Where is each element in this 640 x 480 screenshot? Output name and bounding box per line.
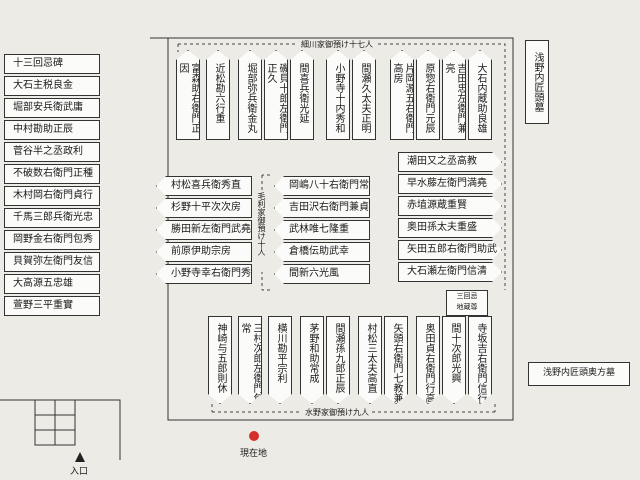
mizuno-label: 水野家御預け九人: [302, 407, 372, 418]
grave-oishi-yoshio: 大石内蔵助良雄: [468, 50, 492, 140]
grave-maebara-munefusa: 前原伊助宗房: [156, 242, 252, 262]
grave-kurahashi-takeyuki: 倉橋伝助武幸: [274, 242, 370, 262]
grave-sugino-tsugifusa: 杉野十平次次房: [156, 198, 252, 218]
grave-chikamatsu-yukishige: 近松勘六行重: [206, 50, 230, 140]
grave-kataoka-takafusa: 片岡源五右衛門高房: [390, 50, 414, 140]
grave-yokokawa-munetoshi: 横川勘平宗利: [268, 316, 292, 404]
grave-isogai-masahisa: 磯貝十郎左衛門正久: [264, 50, 288, 140]
grave-oishi-chikara: 大石主税良金: [4, 76, 100, 96]
grave-mimura-kanetsune: 三村次郎左衛門包常: [238, 316, 262, 404]
current-location-label: 現在地: [240, 449, 268, 459]
grave-onodera-hidetomi: 小野寺幸右衛門秀富: [156, 264, 252, 284]
tomb-asano-naganori: 浅野内匠頭墓: [525, 40, 549, 124]
grave-okajima-tsuneki: 岡嶋八十右衛門常樹: [274, 176, 370, 196]
grave-takebayashi-takashige: 武林唯七隆重: [274, 220, 370, 240]
grave-okuda-shigemori: 奥田孫太夫重盛: [398, 218, 502, 238]
grave-hayami-mitsutaka: 早水藤左衛門満堯: [398, 174, 502, 194]
entrance-label: 入口: [70, 467, 89, 477]
grave-mase-masatoki: 間瀬孫九郎正辰: [326, 316, 350, 404]
grave-mase-masaaki: 間瀬久太夫正明: [352, 50, 376, 140]
grave-yatō-norikane: 矢頭右衛門七教兼: [384, 316, 408, 404]
grave-terasaka-nobuyuki: 寺坂吉右衛門信行: [468, 316, 492, 404]
grave-kayano-tsunenari: 茅野和助常成: [300, 316, 324, 404]
grave-kaiga-tomonobu: 貝賀弥左衛門友信: [4, 252, 100, 272]
grave-hazama-mitsunobu: 間喜兵衛光延: [290, 50, 314, 140]
grave-nakamura-masatoki: 中村勘助正辰: [4, 120, 100, 140]
grave-kimura-sadayuki: 木村岡右衛門貞行: [4, 186, 100, 206]
grave-hazama-mitsuoki: 間十次郎光興: [442, 316, 466, 404]
grave-yoshida-kanesuke: 吉田忠左衛門兼亮: [442, 50, 466, 140]
mouri-label: 毛利家御預け十人: [257, 192, 266, 272]
hosokawa-label: 細川家御預け十七人: [298, 39, 376, 50]
grave-hara-mototoki: 原惣右衛門元辰: [416, 50, 440, 140]
grave-sugaya-masatoshi: 菅谷半之丞政利: [4, 142, 100, 162]
grave-senba-mitsutada: 千馬三郎兵衛光忠: [4, 208, 100, 228]
grave-tomimori-masayori: 富森助右衛門正因: [176, 50, 200, 140]
monument-13th-memorial: 十三回忌碑: [4, 54, 100, 74]
grave-hazama-mitsukaze: 間新六光風: [274, 264, 370, 284]
grave-kanzaki-noriyasu: 神崎与五郎則休: [208, 316, 232, 404]
grave-akabane-shigekata: 赤埴源蔵重賢: [398, 196, 502, 216]
grave-yoshida-kanesada: 吉田沢右衛門兼貞: [274, 198, 370, 218]
grave-otaka-tadao: 大高源五忠雄: [4, 274, 100, 294]
grave-muramatsu-takanao: 村松三太夫高直: [358, 316, 382, 404]
grave-horibe-taketsune: 堀部安兵衛武庸: [4, 98, 100, 118]
grave-kayano-shigezane: 萱野三平重實: [4, 296, 100, 316]
tomb-asano-wife: 浅野内匠頭奥方墓: [528, 362, 630, 386]
grave-horibe-kanamaru: 堀部弥兵衛金丸: [238, 50, 262, 140]
grave-okano-kanehide: 岡野金右衛門包秀: [4, 230, 100, 250]
jizo-statue: 三回忌 地蔵尊: [446, 290, 488, 316]
current-location-marker: [249, 431, 259, 441]
grave-katsuta-taketaka: 勝田新左衛門武堯: [156, 220, 252, 240]
grave-onodera-hidekazu: 小野寺十内秀和: [326, 50, 350, 140]
grave-okuda-yukitaka: 奥田貞右衛門行高: [416, 316, 440, 404]
grave-oishi-nobukiyo: 大石瀬左衛門信清: [398, 262, 502, 282]
grave-muramatsu-hidenao: 村松喜兵衛秀直: [156, 176, 252, 196]
grave-ushioda-takanori: 潮田又之丞高教: [398, 152, 502, 172]
grave-fuwa-masatane: 不破数右衛門正種: [4, 164, 100, 184]
grave-yada-suketake: 矢田五郎右衛門助武: [398, 240, 502, 260]
